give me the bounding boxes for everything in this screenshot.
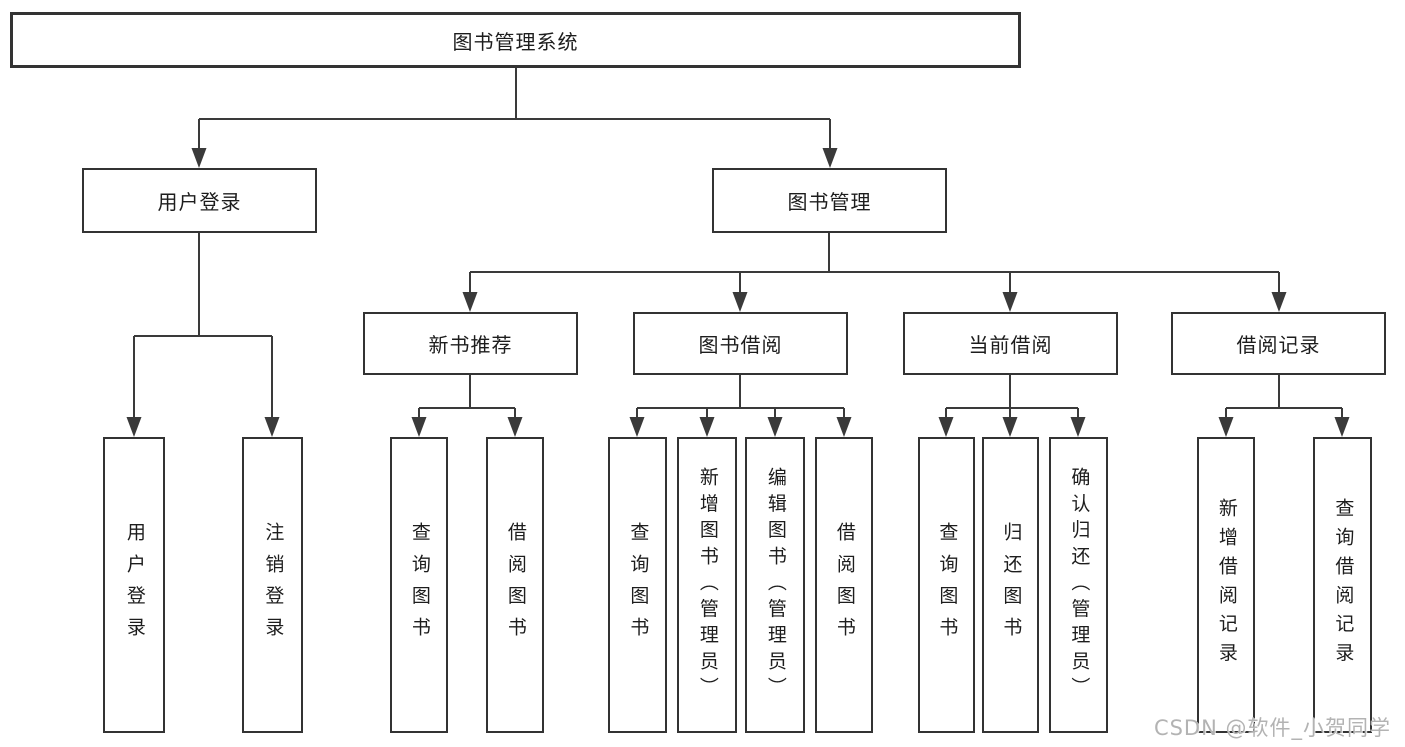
node-borrowing-records: 借阅记录 (1171, 312, 1386, 375)
node-label: 编辑图书（管理员） (764, 467, 787, 703)
node-user-login-branch: 用户登录 (82, 168, 317, 233)
node-label: 用户登录 (123, 521, 146, 649)
node-return-book: 归还图书 (982, 437, 1039, 733)
node-new-book-recommend: 新书推荐 (363, 312, 578, 375)
node-borrow-book-recommend: 借阅图书 (486, 437, 544, 733)
node-confirm-return-admin: 确认归还（管理员） (1049, 437, 1108, 733)
node-label: 图书借阅 (698, 333, 783, 357)
node-label: 新增借阅记录 (1215, 498, 1238, 672)
node-root-system: 图书管理系统 (10, 12, 1021, 68)
node-query-book-current: 查询图书 (918, 437, 975, 733)
node-label: 新书推荐 (428, 333, 513, 357)
node-label: 查询图书 (936, 521, 959, 649)
watermark-text: CSDN @软件_小贺同学 (1153, 716, 1391, 740)
node-label: 查询借阅记录 (1332, 498, 1355, 672)
node-label: 借阅图书 (504, 521, 527, 649)
node-label: 查询图书 (408, 521, 431, 649)
node-label: 归还图书 (1000, 521, 1023, 649)
node-label: 注销登录 (262, 521, 285, 649)
node-borrow-book-leaf: 借阅图书 (815, 437, 873, 733)
node-edit-book-admin: 编辑图书（管理员） (745, 437, 805, 733)
node-book-borrowing: 图书借阅 (633, 312, 848, 375)
node-add-book-admin: 新增图书（管理员） (677, 437, 737, 733)
node-label: 当前借阅 (968, 333, 1053, 357)
node-add-borrow-record: 新增借阅记录 (1197, 437, 1255, 733)
node-label: 新增图书（管理员） (696, 467, 719, 703)
node-query-book-recommend: 查询图书 (390, 437, 448, 733)
node-query-borrow-record: 查询借阅记录 (1313, 437, 1372, 733)
node-label: 确认归还（管理员） (1068, 467, 1091, 703)
node-logout-leaf: 注销登录 (242, 437, 303, 733)
node-label: 图书管理系统 (452, 29, 579, 54)
node-book-management-branch: 图书管理 (712, 168, 947, 233)
node-label: 图书管理 (787, 190, 872, 214)
node-label: 借阅图书 (833, 521, 856, 649)
node-label: 借阅记录 (1236, 333, 1321, 357)
node-current-borrowing: 当前借阅 (903, 312, 1118, 375)
node-query-book-borrow: 查询图书 (608, 437, 667, 733)
arrowheads (126, 148, 1350, 437)
node-user-login-leaf: 用户登录 (103, 437, 165, 733)
node-label: 查询图书 (627, 521, 650, 649)
node-label: 用户登录 (157, 190, 242, 214)
